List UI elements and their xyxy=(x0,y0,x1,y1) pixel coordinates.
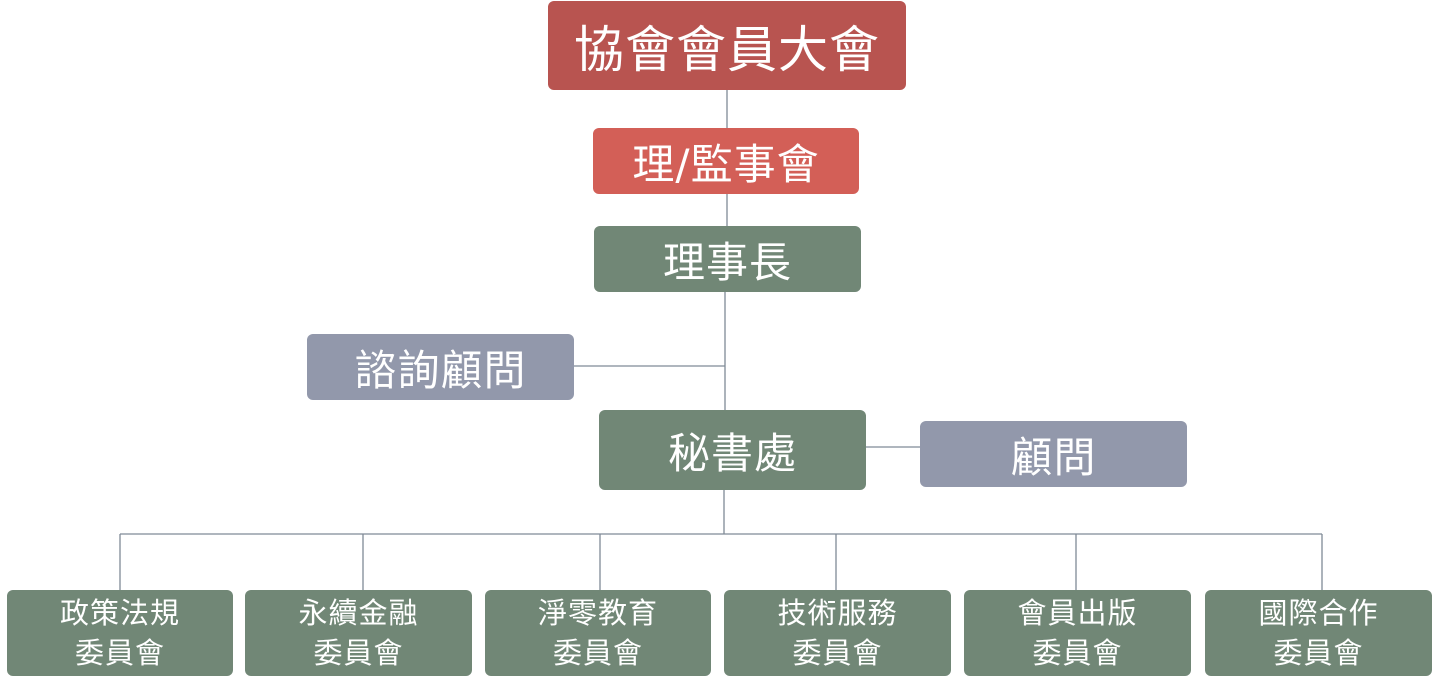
committee-member-publishing: 會員出版 委員會 xyxy=(964,590,1191,676)
secretariat-node: 秘書處 xyxy=(599,410,866,490)
committee-name: 淨零教育 xyxy=(537,596,658,630)
committee-sustainable-finance: 永續金融 委員會 xyxy=(245,590,472,676)
committee-name: 技術服務 xyxy=(777,596,898,630)
board-node: 理/監事會 xyxy=(593,128,859,194)
committee-suffix: 委員會 xyxy=(74,636,165,670)
chairman-node: 理事長 xyxy=(594,226,861,292)
consultant-advisors-label: 諮詢顧問 xyxy=(354,345,527,395)
committee-international-cooperation: 國際合作 委員會 xyxy=(1205,590,1432,676)
general-assembly-label: 協會會員大會 xyxy=(574,20,880,79)
committee-policy-regulation: 政策法規 委員會 xyxy=(7,590,233,676)
committee-suffix: 委員會 xyxy=(792,636,883,670)
committee-name: 政策法規 xyxy=(59,596,180,630)
advisors-node: 顧問 xyxy=(920,421,1187,487)
committee-name: 會員出版 xyxy=(1017,596,1138,630)
committee-name: 永續金融 xyxy=(298,596,419,630)
committee-suffix: 委員會 xyxy=(552,636,643,670)
committee-suffix: 委員會 xyxy=(313,636,404,670)
secretariat-label: 秘書處 xyxy=(667,428,797,478)
advisors-label: 顧問 xyxy=(1010,432,1097,482)
committee-suffix: 委員會 xyxy=(1032,636,1123,670)
committee-technical-services: 技術服務 委員會 xyxy=(724,590,951,676)
consultant-advisors-node: 諮詢顧問 xyxy=(307,334,574,400)
committee-name: 國際合作 xyxy=(1258,596,1379,630)
committee-suffix: 委員會 xyxy=(1273,636,1364,670)
general-assembly-node: 協會會員大會 xyxy=(548,1,906,90)
board-label: 理/監事會 xyxy=(632,139,820,189)
committee-net-zero-education: 淨零教育 委員會 xyxy=(485,590,711,676)
chairman-label: 理事長 xyxy=(662,237,792,287)
